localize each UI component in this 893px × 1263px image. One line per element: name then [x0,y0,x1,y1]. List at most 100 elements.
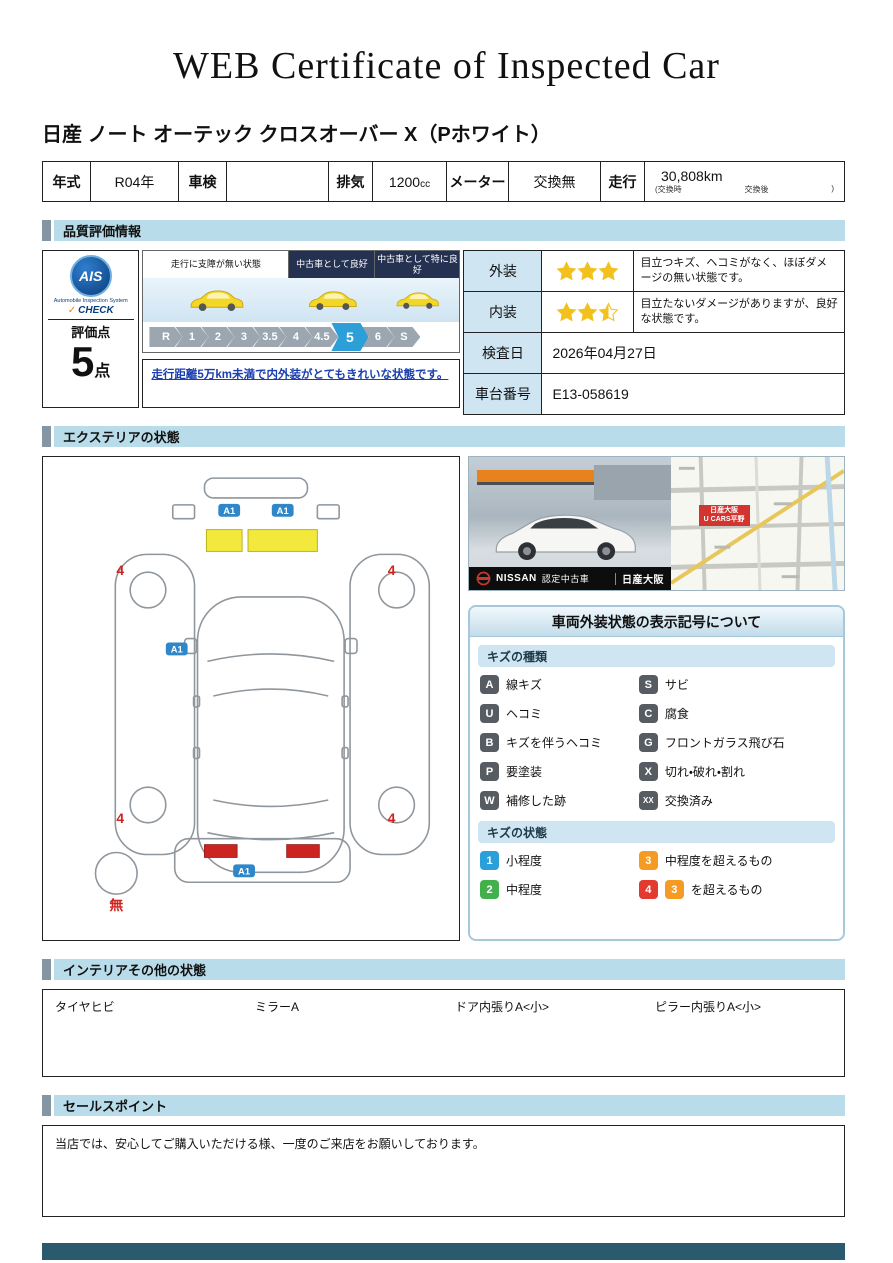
legend-state-label: 小程度 [506,854,543,868]
badge-B: B [480,733,499,752]
legend-kind-label: ヘコミ [506,707,543,721]
inspection-date-value: 2026年04月27日 [541,332,845,374]
star-icon [598,260,619,280]
vehicle-photo: NISSAN 認定中古車 日産大阪 [469,457,671,590]
legend-kind-U: U ヘコミ [480,704,639,723]
car-photo-silhouette [495,514,637,561]
building [594,464,671,500]
star-icon [556,260,577,280]
svg-text:A1: A1 [238,865,250,876]
badge-U: U [480,704,499,723]
severity-4-marker: 4 [116,810,124,826]
spec-shaken-value [226,161,329,202]
spec-meter-label: メーター [446,161,509,202]
dealer-map: 日産大阪 U CARS平野 [671,457,844,590]
damage-diagram-box: 無 A1 A1 A1 A1 4 4 4 4 [42,456,460,941]
page-title: WEB Certificate of Inspected Car [173,45,720,87]
score-number: 5 [71,338,95,385]
score-unit: 点 [94,363,111,380]
legend-kinds-header: キズの種類 [478,645,835,667]
badge-G: G [638,733,658,752]
grade-4.5: 4.5 [305,327,339,347]
svg-text:無: 無 [109,897,123,913]
grade-1: 1 [175,327,209,347]
section-title-sales: セールスポイント [54,1095,845,1116]
car-damage-diagram: 無 A1 A1 A1 A1 4 4 4 4 [94,477,431,913]
chassis-number-label: 車台番号 [463,373,543,415]
spec-year-value: R04年 [90,161,179,202]
check-icon: ✓ [67,305,77,316]
grade-6: 6 [361,327,395,347]
map-dealer-box: 日産大阪 U CARS平野 [698,504,750,527]
grade-S: S [387,327,421,347]
badge-A: A [480,675,499,694]
section-header-sales: セールスポイント [42,1095,845,1116]
scale-header-ok: 走行に支障が無い状態 [143,251,290,278]
dealer-name-label: 日産大阪 [622,575,664,586]
quality-table: 外装 目立つキズ、ヘコミがなく、ほぼダメージの無い状態です。 内装 目立たないダ… [463,250,845,415]
a1-marker: A1 [271,503,294,517]
spec-displacement-label: 排気 [328,161,373,202]
interior-rating-desc: 目立たないダメージがありますが、良好な状態です。 [633,291,845,333]
mileage-note-close: ) [831,184,834,193]
badge-C: C [638,704,658,723]
ais-brand: AIS [79,268,103,284]
ais-score-panel: AIS Automobile Inspection System ✓CHECK … [42,250,140,408]
divider [47,319,134,320]
grade-scale-panel: 走行に支障が無い状態 中古車として良好 中古車として特に良好 [142,250,461,408]
spec-meter-value: 交換無 [508,161,601,202]
exterior-rating-label: 外装 [463,250,543,292]
spec-mileage-value: 30,808km (交換時 交換後 ) [644,161,845,202]
mileage-note: (交換時 交換後 ) [653,184,836,195]
interior-item: タイヤヒビ [55,1000,115,1014]
interior-item: ミラーA [255,1000,300,1014]
section-header-interior: インテリアその他の状態 [42,959,845,980]
badge-3: 3 [638,851,658,870]
exterior-right-column: NISSAN 認定中古車 日産大阪 [468,456,845,941]
legend-states-header: キズの状態 [478,821,835,843]
ais-logo-icon: AIS [69,255,112,297]
ais-check-label: ✓CHECK [67,305,114,316]
legend-state-label: 中程度を超えるもの [664,854,773,868]
star-icon [577,301,598,321]
badge-XX: XX [638,791,658,810]
legend-kind-label: キズを伴うヘコミ [506,736,603,750]
nissan-certified-bar: NISSAN 認定中古車 日産大阪 [469,567,671,590]
ais-subtitle: Automobile Inspection System [53,298,128,304]
car-icon [397,291,440,309]
svg-text:A1: A1 [171,643,183,654]
inspection-date-label: 検査日 [463,332,543,374]
svg-text:A1: A1 [277,505,289,516]
legend-state-label: を超えるもの [690,883,763,897]
spec-mileage-label: 走行 [600,161,645,202]
legend-kind-label: 線キズ [506,678,543,692]
interior-item: ドア内張りA<小> [455,1000,550,1014]
cars-band [143,278,460,322]
exterior-condition-block: 無 A1 A1 A1 A1 4 4 4 4 [42,456,845,941]
section-title-interior: インテリアその他の状態 [54,959,845,980]
divider [615,572,616,585]
grade-scale-graphic: 走行に支障が無い状態 中古車として良好 中古車として特に良好 [142,250,461,353]
score-label: 評価点 [71,325,111,340]
vehicle-photo-block: NISSAN 認定中古車 日産大阪 [468,456,845,591]
map-roads [671,457,844,590]
a1-marker: A1 [165,642,188,656]
severity-4-marker: 4 [116,562,124,578]
scale-headers: 走行に支障が無い状態 中古車として良好 中古車として特に良好 [143,251,460,278]
car-title: 日産 ノート オーテック クロスオーバー X（Pホワイト） [42,124,551,146]
a1-marker: A1 [233,864,255,878]
grade-2: 2 [201,327,235,347]
legend-state-3: 3 中程度を超えるもの [638,851,833,870]
spec-year-label: 年式 [42,161,91,202]
